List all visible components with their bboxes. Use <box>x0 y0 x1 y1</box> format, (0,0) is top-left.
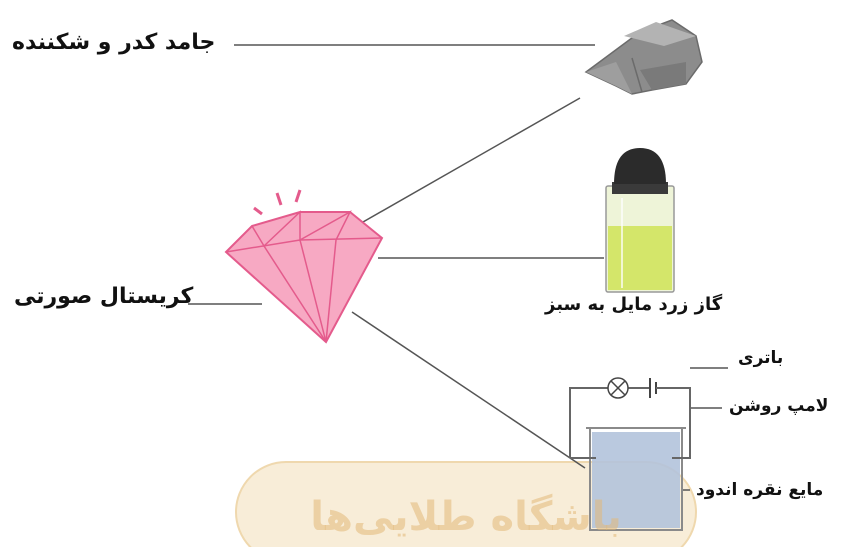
beaker-liquid <box>592 432 680 528</box>
label-silvery-liquid: مایع نقره اندود <box>696 480 824 500</box>
crystal-illustration <box>224 189 384 344</box>
watermark-badge <box>235 461 697 547</box>
label-lit-lamp: لامپ روشن <box>729 396 829 416</box>
label-battery: باتری <box>738 348 784 368</box>
vial-cap-base <box>612 182 668 194</box>
vial-cap-dome <box>614 148 666 184</box>
rock-illustration <box>584 19 703 95</box>
beaker-glass <box>589 428 683 531</box>
label-opaque-brittle-solid: جامد کدر و شکننده <box>12 30 216 55</box>
sparkle-middle <box>275 192 283 206</box>
wire-right <box>656 387 691 459</box>
connector-lines <box>188 44 728 491</box>
sparkle-right <box>294 189 302 203</box>
label-pink-crystal: کریستال صورتی <box>14 284 194 309</box>
wire-left <box>569 387 612 458</box>
watermark-text: باشگاه طلایی‌ها <box>310 494 622 540</box>
label-yellow-green-gas: گاز زرد مایل به سبز <box>545 294 723 315</box>
sparkle-left <box>253 206 263 216</box>
line-crystal-to-rock <box>355 97 581 227</box>
gas-vial-illustration <box>605 148 675 293</box>
conductivity-test-illustration <box>569 377 691 531</box>
line-crystal-to-liquid <box>351 311 586 469</box>
vial-gas <box>608 226 672 290</box>
